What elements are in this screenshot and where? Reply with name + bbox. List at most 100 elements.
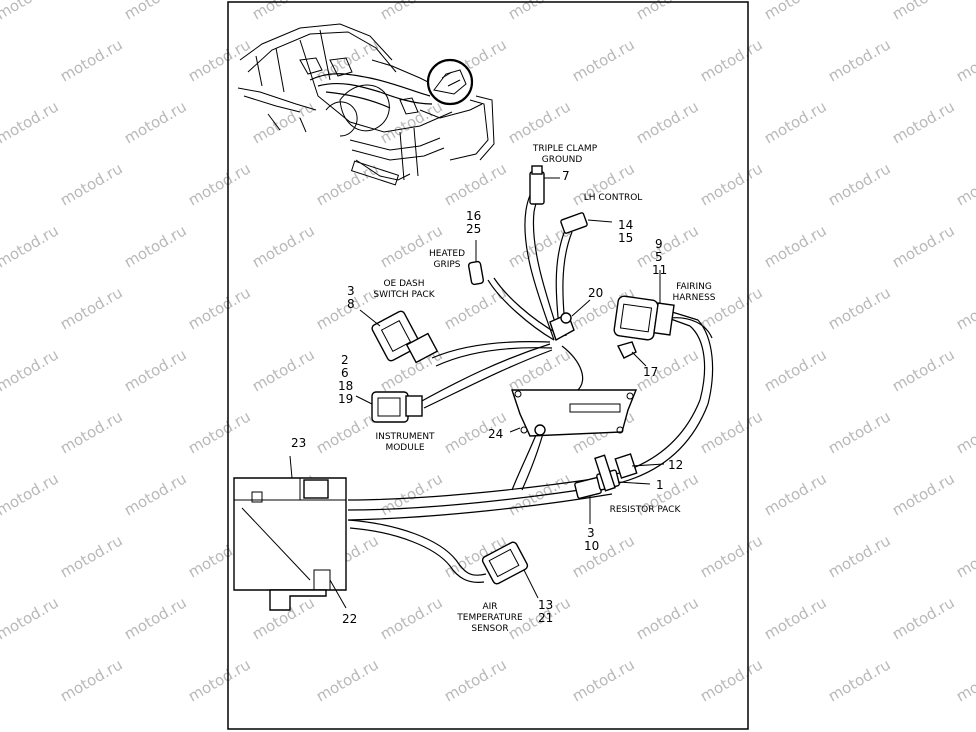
watermark-text: motod.ru [697,159,766,209]
watermark-text: motod.ru [633,593,702,643]
watermark-text: motod.ru [377,0,446,23]
label-temperature: TEMPERATURE [456,613,523,623]
watermark-text: motod.ru [313,655,382,705]
watermark-text: motod.ru [889,469,958,519]
watermark-text: motod.ru [761,593,830,643]
watermark-text: motod.ru [57,655,126,705]
label-sensor: SENSOR [471,624,508,634]
callout-5: 5 [655,250,663,264]
watermark-text: motod.ru [121,221,190,271]
watermark-text: motod.ru [0,469,62,519]
watermark-text: motod.ru [953,407,976,457]
diagram-frame [227,1,749,730]
watermark-text: motod.ru [633,97,702,147]
callout-15: 15 [618,231,633,245]
label-heated: HEATED [429,249,465,259]
watermark-text: motod.ru [0,345,62,395]
watermark-text: motod.ru [57,159,126,209]
watermark-text: motod.ru [505,469,574,519]
callout-12: 12 [668,458,683,472]
watermark-text: motod.ru [249,345,318,395]
clip-17 [616,341,647,367]
watermark-text: motod.ru [441,159,510,209]
callout-1: 1 [656,478,664,492]
label-ground: GROUND [542,155,583,165]
label-resistor-pack: RESISTOR PACK [610,505,682,515]
watermark-text: motod.ru [761,0,830,23]
callout-6: 6 [341,366,349,380]
watermark-text: motod.ru [953,655,976,705]
watermark-text: motod.ru [569,35,638,85]
callout-22: 22 [342,612,357,626]
watermark-text: motod.ru [0,0,62,23]
watermark-text: motod.ru [441,283,510,333]
watermark-text: motod.ru [761,221,830,271]
callout-18: 18 [338,379,353,393]
label-harness: HARNESS [672,293,715,303]
watermark-text: motod.ru [57,407,126,457]
callout-9: 9 [655,237,663,251]
watermark-text: motod.ru [825,35,894,85]
watermark-text: motod.ru [953,159,976,209]
callout-13: 13 [538,598,553,612]
lh-control-connector [560,212,613,234]
label-grips: GRIPS [433,260,460,270]
watermark-text: motod.ru [505,345,574,395]
watermark-text: motod.ru [505,0,574,23]
label-instrument: INSTRUMENT [375,432,435,442]
label-switch-pack: SWITCH PACK [373,290,435,300]
callout-21: 21 [538,611,553,625]
watermark-text: motod.ru [249,0,318,23]
watermark-text: motod.ru [761,345,830,395]
callout-10: 10 [584,539,599,553]
watermark-text: motod.ru [185,159,254,209]
label-lh-control: LH CONTROL [584,193,643,203]
watermark-text: motod.ru [761,97,830,147]
label-oe-dash: OE DASH [383,279,424,289]
watermark-text: motod.ru [185,407,254,457]
oe-dash-switch-pack-connector [359,309,439,364]
watermark-layer: motod.ru motod.ru motod.ru motod.ru motod.ru… [0,0,976,705]
watermark-text: motod.ru [249,221,318,271]
labels: TRIPLE CLAMP GROUND 7 LH CONTROL 14 15 1… [291,144,716,634]
callout-19: 19 [338,392,353,406]
watermark-text: motod.ru [121,97,190,147]
watermark-text: motod.ru [249,97,318,147]
mounting-bracket-24 [509,389,638,437]
watermark-text: motod.ru [57,531,126,581]
watermark-text: motod.ru [121,0,190,23]
callout-20: 20 [588,286,603,300]
callout-17: 17 [643,365,658,379]
air-temperature-sensor [481,541,539,599]
label-module: MODULE [385,443,424,453]
watermark-text: motod.ru [441,655,510,705]
watermark-text: motod.ru [889,0,958,23]
callout-11: 11 [652,263,667,277]
watermark-text: motod.ru [889,221,958,271]
watermark-text: motod.ru [185,655,254,705]
watermark-text: motod.ru [697,655,766,705]
instrument-module-connector [355,391,423,423]
cable-strap-12 [594,453,665,492]
watermark-text: motod.ru [889,593,958,643]
callout-16: 16 [466,209,481,223]
watermark-text: motod.ru [825,531,894,581]
watermark-text: motod.ru [121,593,190,643]
watermark-text: motod.ru [185,283,254,333]
watermark-text: motod.ru [569,655,638,705]
watermark-text: motod.ru [633,221,702,271]
callout-23: 23 [291,436,306,450]
watermark-text: motod.ru [0,593,62,643]
watermark-text: motod.ru [377,593,446,643]
watermark-text: motod.ru [825,407,894,457]
watermark-text: motod.ru [121,345,190,395]
watermark-text: motod.ru [889,97,958,147]
watermark-text: motod.ru [57,283,126,333]
watermark-text: motod.ru [953,531,976,581]
triple-clamp-ground-connector [529,165,560,205]
watermark-text: motod.ru [953,35,976,85]
callout-3-top: 3 [347,284,355,298]
callout-3-bottom: 3 [587,526,595,540]
fairing-harness-connector [613,270,675,341]
